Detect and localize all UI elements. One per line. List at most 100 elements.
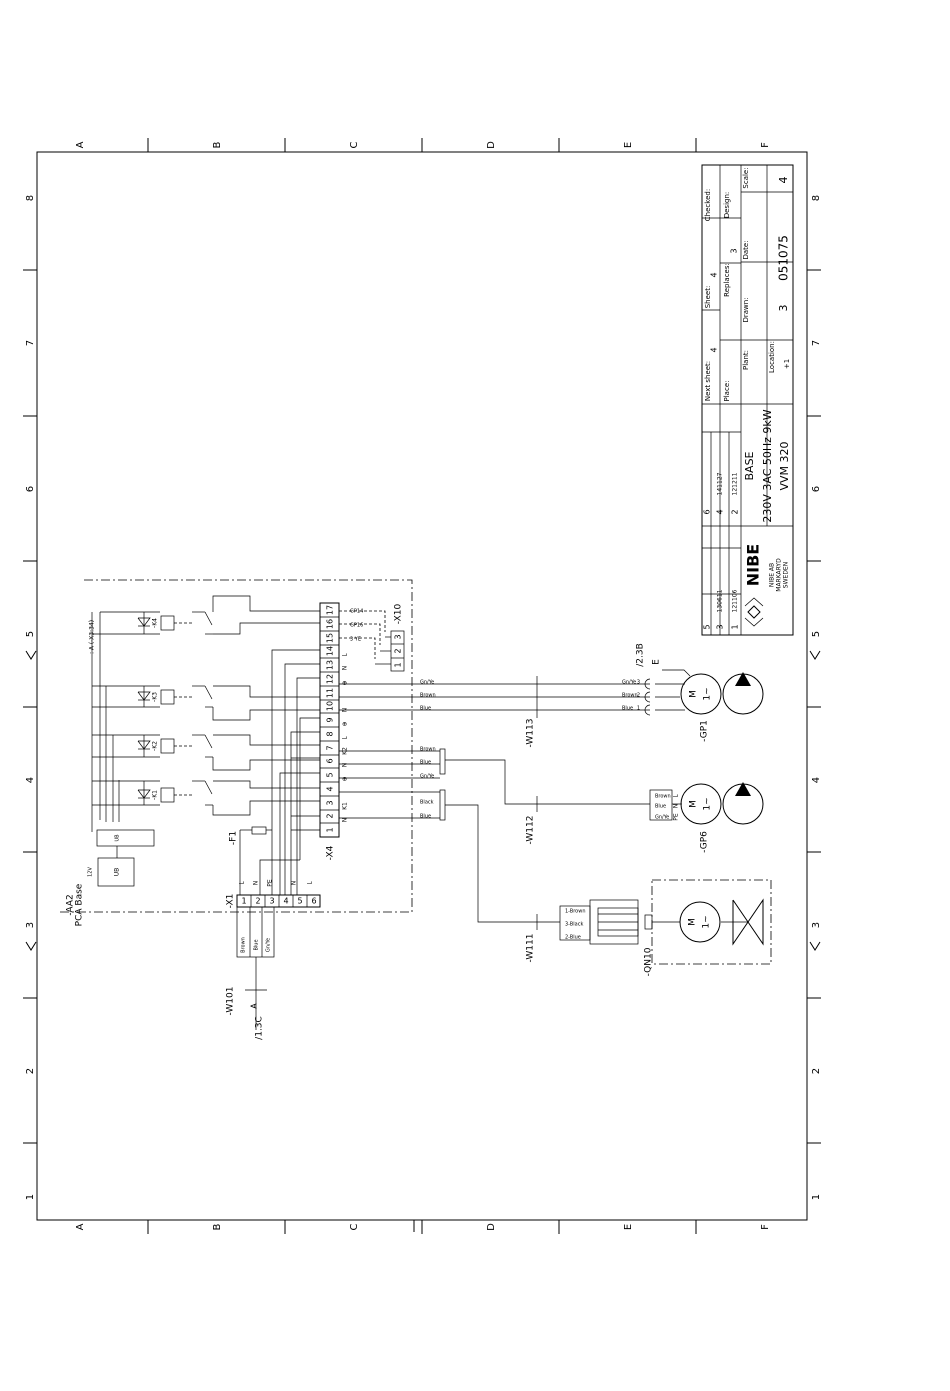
x4-signal: ⊕ [342, 776, 349, 781]
x10-signal: GP16 [350, 623, 363, 629]
tb-rev-date: 121106 [732, 589, 739, 612]
w112-core: Brown [420, 747, 436, 753]
x4-pin: 4 [326, 786, 335, 791]
fuse-f1 [240, 826, 272, 835]
x1-signal: N [253, 881, 260, 886]
x1-signal: L [239, 881, 246, 885]
x4-signal: K1 [342, 802, 349, 810]
ub-label: UB [114, 868, 121, 877]
qn10-core: 3-Black [565, 922, 583, 928]
w113-core: Gn/Ye [420, 680, 434, 686]
w101-ref: /1.3C [255, 1016, 265, 1040]
col-letter-bottom: B [212, 1223, 223, 1230]
x1-pin: 1 [241, 897, 246, 906]
w112-core: Gn/Ye [420, 774, 434, 780]
x4-pin: 14 [326, 646, 335, 656]
x1-signal: PE [267, 879, 274, 887]
company-logo-text: NIBE [744, 544, 763, 586]
row-number-left: 7 [25, 340, 36, 346]
relay-bus-lines [91, 611, 160, 832]
tb-title-line3: VVM 320 [778, 441, 791, 490]
x4-signal: L [342, 736, 349, 740]
company-line1: NIBE AB [769, 563, 776, 587]
gp1-terminal: 3 [637, 680, 640, 686]
x4-pin: 17 [326, 605, 335, 615]
tb-design-label: Design: [723, 192, 731, 219]
tb-sheet-number: 3 [777, 305, 790, 312]
x4-signal: ⊕ [342, 721, 349, 726]
x4-signal: ⊕ [342, 680, 349, 685]
board-sublabel: PCA Base [75, 883, 85, 926]
x1-pin: 3 [269, 897, 274, 906]
tb-rev-number: 1 [731, 624, 740, 629]
x10-signal: 3 YE [350, 637, 361, 643]
terminal-strip-x4 [319, 602, 340, 838]
tb-rev-number: 4 [716, 509, 725, 514]
tb-revision-index: 4 [777, 177, 790, 184]
tb-next-sheet-value: 4 [710, 347, 719, 352]
x1-pin: 5 [297, 897, 302, 906]
x1-pin: 6 [311, 897, 316, 906]
x1-to-x4-wires [239, 649, 320, 895]
x4-pin: 15 [326, 633, 335, 643]
tb-checked-label: Checked: [704, 189, 712, 221]
x4-pin: 12 [326, 674, 335, 684]
tb-drawing-number: 051075 [777, 235, 791, 281]
row-number-left: 2 [25, 1068, 36, 1074]
tb-rev-number: 5 [703, 624, 712, 629]
row-number-left: 6 [25, 486, 36, 492]
tb-title-line1: BASE [743, 451, 756, 480]
x1-pin: 4 [283, 897, 288, 906]
tb-replaces-label: Replaces: [723, 263, 731, 297]
nibe-logo: NIBE [744, 544, 764, 627]
gp1-core: Blue [622, 706, 633, 712]
x4-pin: 3 [326, 800, 335, 805]
relay-k4 [137, 611, 213, 635]
motor-symbol: 1~ [703, 687, 713, 700]
terminal-x10 [339, 610, 405, 672]
gp1-terminal: 2 [637, 693, 640, 699]
tb-rev-date: 130611 [717, 589, 724, 612]
qn10-core: 2-Blue [565, 935, 581, 941]
x1-label: -X1 [226, 894, 236, 909]
row-number-left: 1 [25, 1194, 36, 1200]
x10-label: -X10 [394, 604, 404, 625]
row-number-right: 7 [811, 340, 822, 346]
x4-pin: 8 [326, 731, 335, 736]
x10-pin: 1 [394, 662, 403, 667]
fuse-label: -F1 [229, 831, 239, 845]
gp6-pin: N [673, 804, 680, 809]
row-number-left: 8 [25, 195, 36, 201]
gp1-ref2: E [652, 659, 662, 665]
x4-pin: 9 [326, 717, 335, 722]
ub-pin: 12V [88, 867, 94, 877]
col-letter-top: F [760, 142, 771, 148]
valve-qn10 [559, 879, 772, 965]
pump-gp1 [644, 669, 764, 716]
company-line2: MARKARYD [776, 558, 783, 592]
tb-rev-date: 121211 [732, 472, 739, 495]
tb-location-label: Location: [768, 341, 776, 373]
ub-power-block: UB UB 12V [88, 829, 155, 887]
relay-label: -K4 [152, 618, 159, 628]
w112-label: -W112 [526, 816, 536, 845]
row-number-right: 6 [811, 486, 822, 492]
col-letter-bottom: E [623, 1224, 634, 1230]
gp6-label: -GP6 [700, 831, 710, 853]
relay-k1 [137, 780, 213, 806]
row-number-left: 4 [25, 777, 36, 783]
x4-pin: 11 [326, 688, 335, 698]
col-letter-bottom: D [486, 1223, 497, 1231]
x4-pin: 7 [326, 745, 335, 750]
x4-signal: L [342, 653, 349, 657]
w112-core: Blue [420, 760, 431, 766]
tb-plant-label: Plant: [742, 350, 750, 370]
gp6-pin: L [673, 794, 680, 798]
cable-w113 [339, 676, 650, 718]
relay-k3 [137, 685, 213, 708]
col-letter-bottom: C [349, 1223, 360, 1230]
pca-base-boundary [60, 579, 413, 913]
motor-symbol: M [689, 690, 699, 698]
